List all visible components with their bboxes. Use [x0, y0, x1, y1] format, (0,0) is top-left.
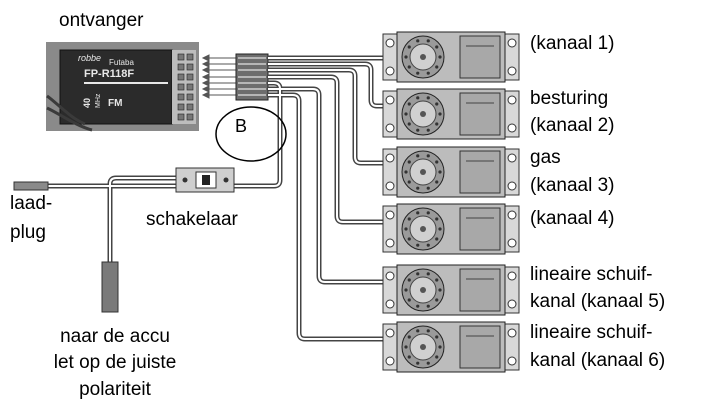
receiver-maker: Futaba: [109, 58, 134, 67]
servo-4: [382, 203, 520, 255]
receiver-band: 40: [82, 98, 92, 108]
servo-3-label-line1: gas: [530, 147, 561, 168]
battery-label-line2: let op de juiste: [53, 352, 177, 373]
switch: [175, 167, 235, 193]
servo-6-label-line2: kanal (kanaal 6): [530, 350, 666, 371]
battery-label-line1: naar de accu: [60, 326, 170, 347]
connector-block: [235, 53, 269, 101]
servos: [382, 31, 520, 373]
receiver-model: FP-R118F: [84, 68, 134, 80]
servo-3-label-line2: (kanaal 3): [530, 175, 615, 196]
callout-letter: B: [235, 116, 247, 136]
servo-6: [382, 321, 520, 373]
receiver: robbe Futaba FP-R118F 40 MHz FM: [46, 42, 199, 132]
receiver-label: ontvanger: [59, 10, 144, 31]
servo-5: [382, 264, 520, 316]
servo-1-label-line1: (kanaal 1): [530, 33, 615, 54]
servo-2-label-line1: besturing: [530, 88, 609, 109]
servo-2-label-line2: (kanaal 2): [530, 115, 615, 136]
servo-2: [382, 88, 520, 140]
charge-plug-label-line2: plug: [10, 222, 46, 243]
servo-3: [382, 146, 520, 198]
charge-plug-label-line1: laad-: [10, 193, 53, 214]
callout-b: B: [215, 106, 287, 162]
switch-harness: [48, 175, 176, 262]
servo-cables: [234, 55, 383, 342]
switch-label: schakelaar: [146, 209, 238, 230]
servo-4-label-line1: (kanaal 4): [530, 208, 615, 229]
arrows: [201, 54, 236, 99]
receiver-unit: MHz: [95, 93, 102, 108]
battery-connector: [101, 261, 119, 313]
servo-1: [382, 31, 520, 83]
receiver-brand: robbe: [78, 53, 101, 63]
servo-6-label-line1: lineaire schuif-: [530, 322, 653, 343]
charge-plug: [13, 181, 49, 191]
servo-5-label-line1: lineaire schuif-: [530, 264, 653, 285]
servo-5-label-line2: kanal (kanaal 5): [530, 291, 666, 312]
battery-label-line3: polariteit: [79, 379, 151, 400]
receiver-mode: FM: [108, 98, 122, 109]
